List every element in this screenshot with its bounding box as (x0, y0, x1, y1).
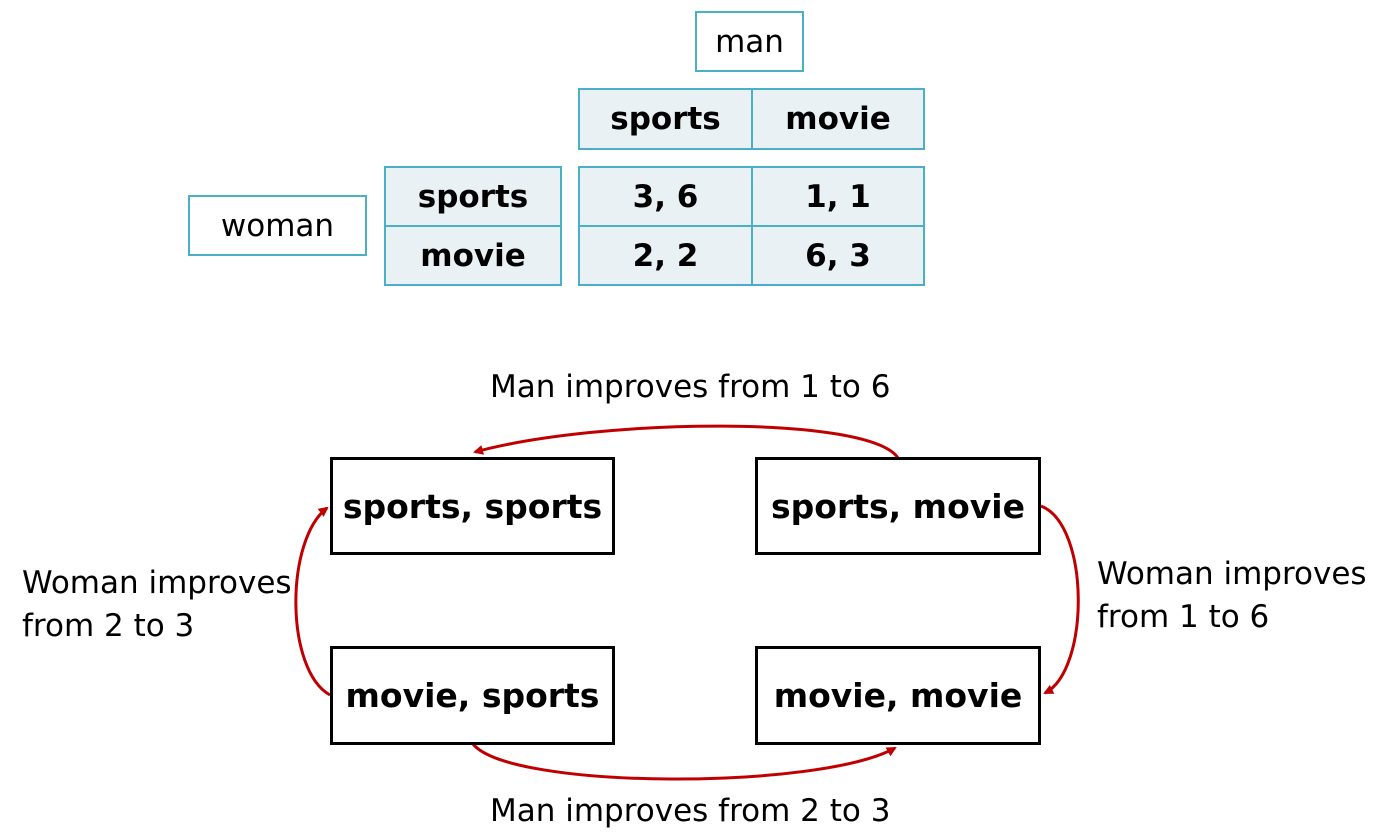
caption-woman-left: Woman improves from 2 to 3 (22, 562, 292, 648)
caption-woman-right-line1: Woman improves (1097, 556, 1367, 592)
row-header-sports: sports (384, 166, 562, 227)
caption-woman-right: Woman improves from 1 to 6 (1097, 553, 1367, 639)
caption-woman-left-line1: Woman improves (22, 565, 292, 601)
payoff-cell-movie-movie: 6, 3 (751, 225, 925, 286)
caption-woman-right-line2: from 1 to 6 (1097, 599, 1270, 635)
column-player-label: man (695, 11, 804, 72)
state-sports-sports: sports, sports (330, 457, 615, 555)
arrow-woman-right (1040, 504, 1080, 695)
payoff-cell-sports-movie: 1, 1 (751, 166, 925, 227)
column-header-movie: movie (751, 88, 925, 150)
state-sports-movie: sports, movie (755, 457, 1041, 555)
row-header-movie: movie (384, 225, 562, 286)
arrow-man-bottom (471, 743, 897, 781)
payoff-cell-sports-sports: 3, 6 (578, 166, 753, 227)
caption-woman-left-line2: from 2 to 3 (22, 608, 195, 644)
arrow-woman-left (294, 506, 331, 697)
caption-man-top: Man improves from 1 to 6 (490, 369, 891, 405)
state-movie-sports: movie, sports (330, 646, 615, 745)
column-header-sports: sports (578, 88, 753, 150)
row-player-label: woman (188, 195, 367, 256)
state-movie-movie: movie, movie (755, 646, 1041, 745)
payoff-cell-movie-sports: 2, 2 (578, 225, 753, 286)
arrow-man-top (473, 424, 900, 459)
caption-man-bottom: Man improves from 2 to 3 (490, 793, 891, 829)
